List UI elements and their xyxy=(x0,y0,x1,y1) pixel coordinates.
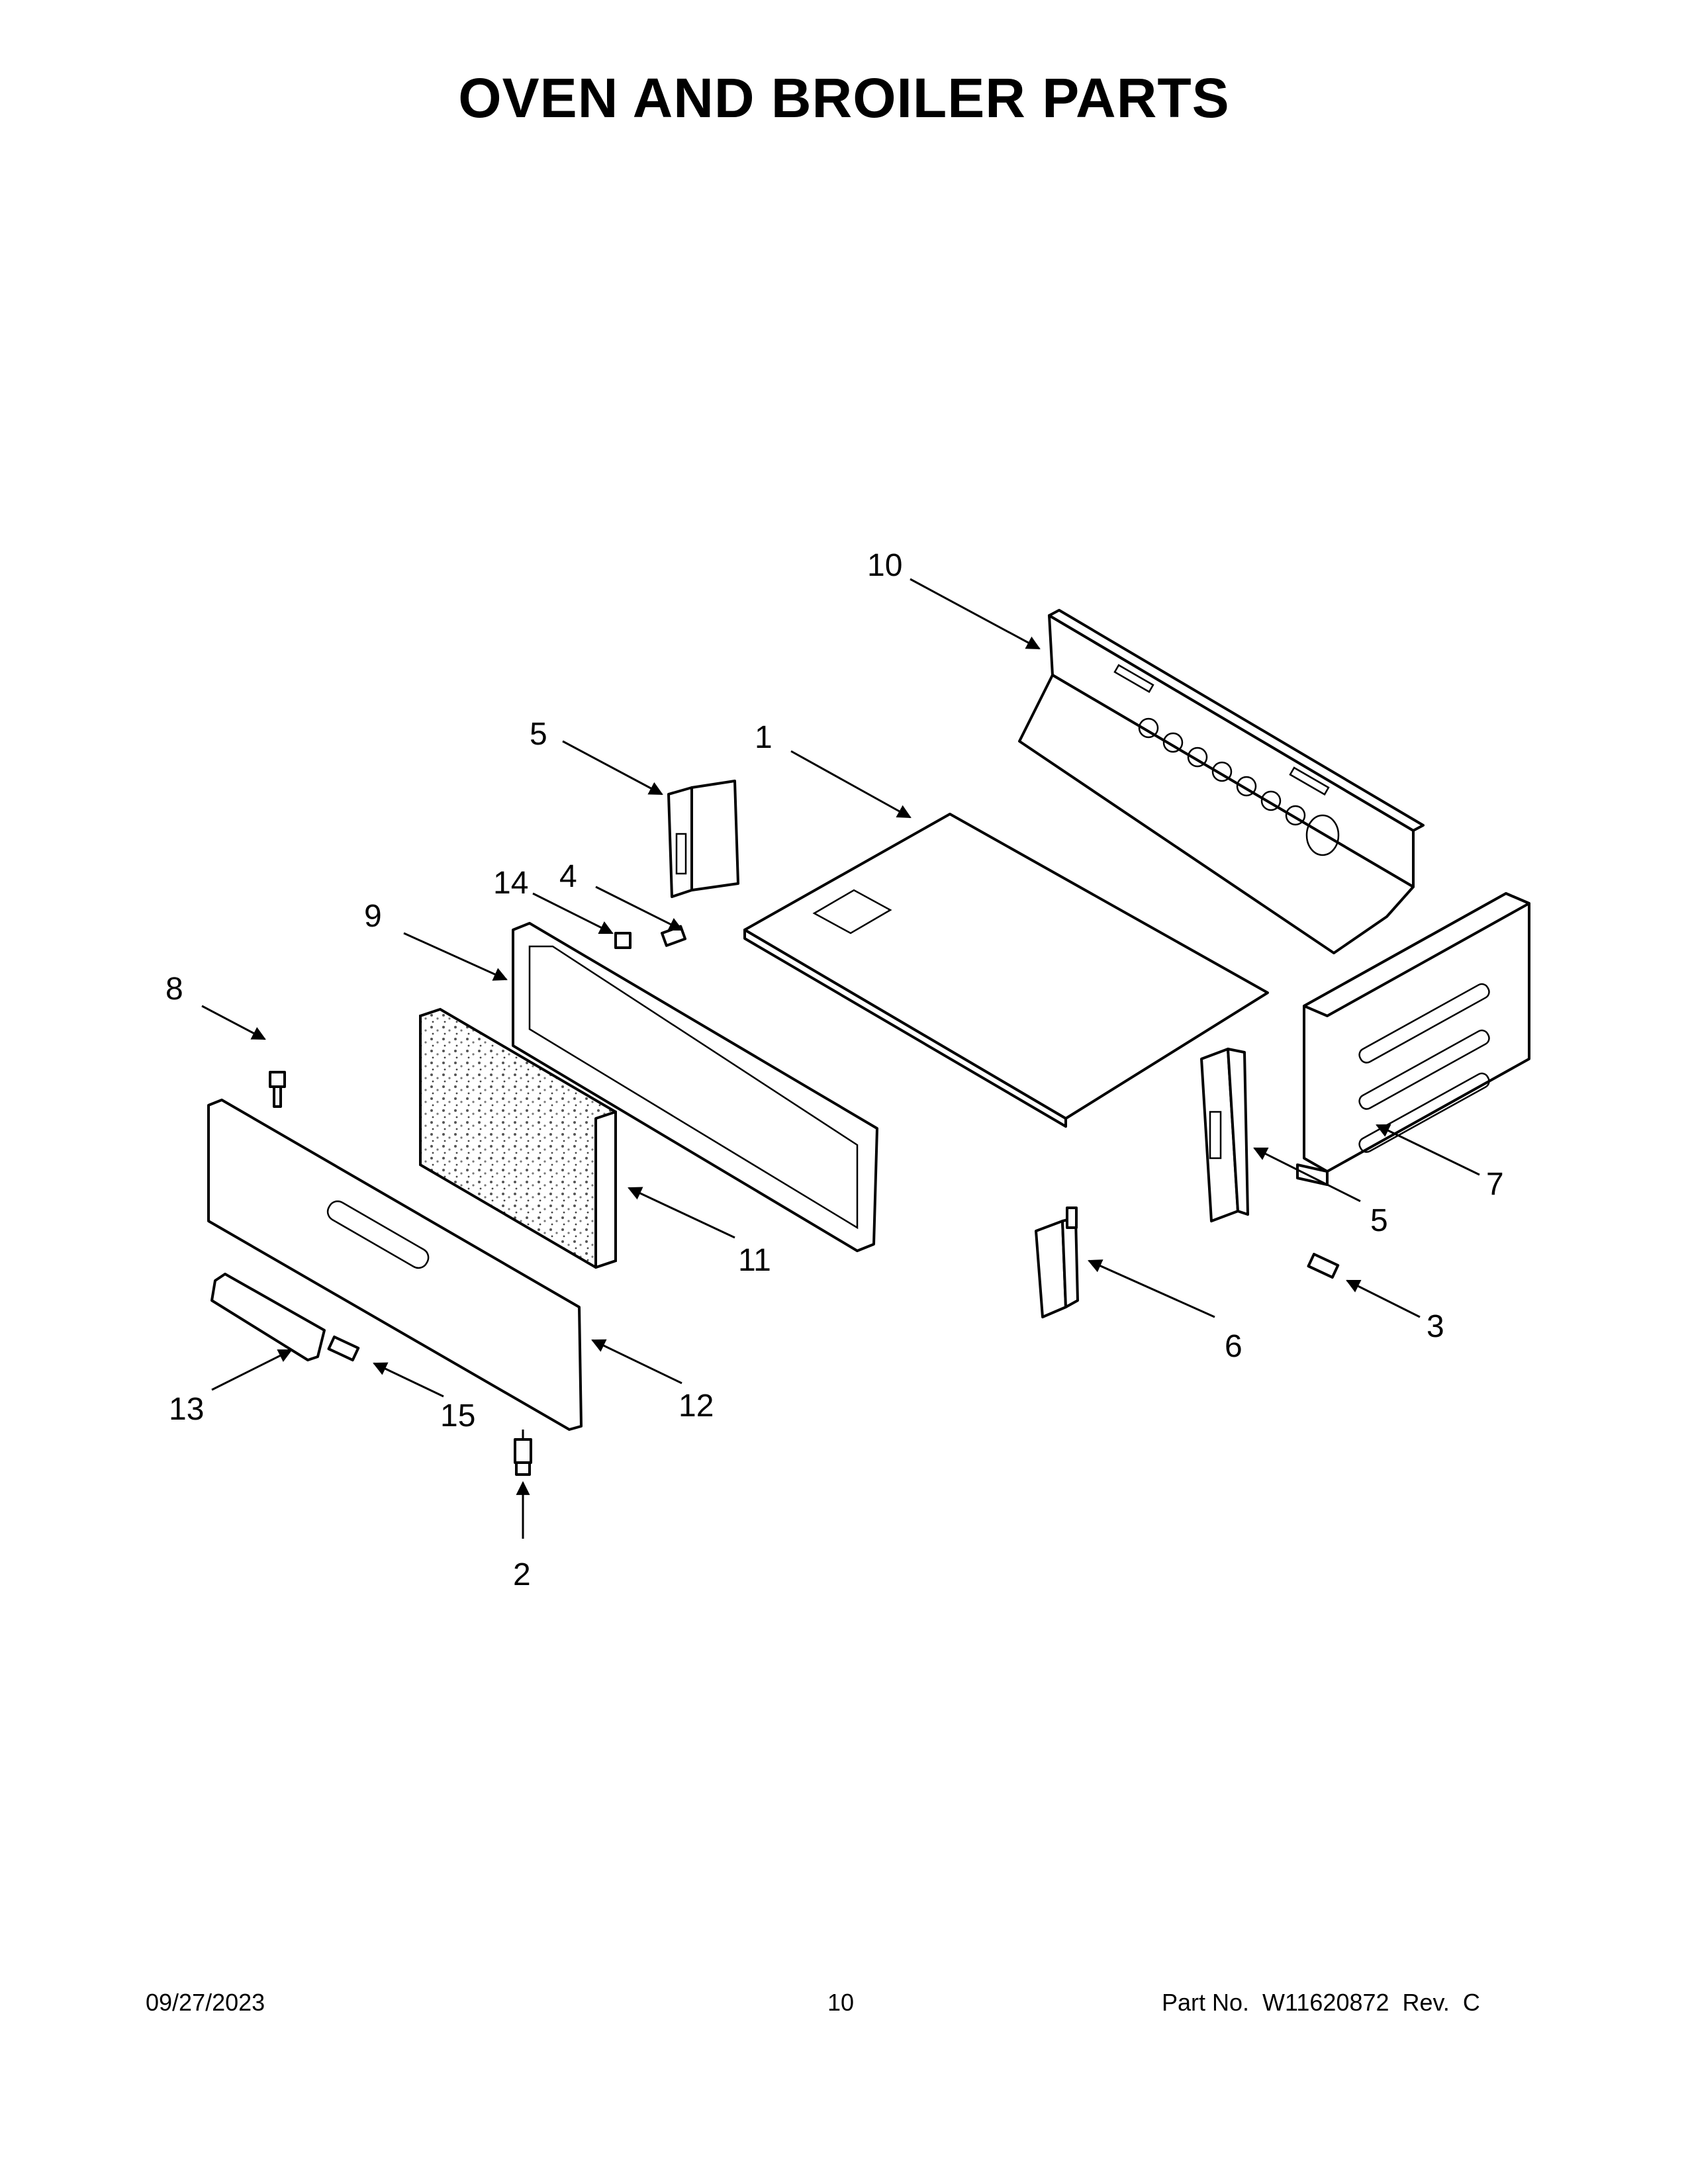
part-10-rear-panel xyxy=(1018,609,1425,954)
callout-8: 8 xyxy=(165,972,183,1007)
leader-10 xyxy=(910,578,1041,650)
leader-5a xyxy=(562,740,663,796)
leader-7 xyxy=(1376,1124,1480,1176)
screw-3 xyxy=(1307,1253,1340,1279)
screw-8 xyxy=(269,1071,286,1108)
part-13-handle xyxy=(211,1273,326,1361)
callout-6: 6 xyxy=(1225,1329,1243,1364)
part-5-hinge-bracket-right xyxy=(1200,1048,1249,1222)
screw-14 xyxy=(614,932,632,949)
callout-5b: 5 xyxy=(1370,1203,1388,1238)
screw-15 xyxy=(327,1335,360,1362)
part-6-hinge xyxy=(1035,1206,1079,1318)
page-title: OVEN AND BROILER PARTS xyxy=(458,67,1230,129)
callout-14: 14 xyxy=(493,866,528,901)
leader-9 xyxy=(403,932,508,981)
footer-date: 09/27/2023 xyxy=(146,1989,265,2016)
callout-10: 10 xyxy=(867,548,902,583)
leader-13 xyxy=(211,1349,293,1391)
callout-1: 1 xyxy=(755,720,773,755)
callout-2: 2 xyxy=(513,1557,531,1592)
part-5-hinge-bracket-left xyxy=(667,780,739,898)
footer-part-number: Part No. W11620872 Rev. C xyxy=(1162,1989,1480,2016)
callout-5a: 5 xyxy=(530,717,547,752)
callout-4: 4 xyxy=(559,859,577,894)
leader-8 xyxy=(201,1005,266,1040)
part-7-side-bracket xyxy=(1296,892,1530,1186)
callout-12: 12 xyxy=(679,1388,714,1424)
callout-15: 15 xyxy=(440,1398,475,1433)
leader-6 xyxy=(1088,1259,1215,1318)
leader-15 xyxy=(373,1362,444,1398)
part-11-insulation xyxy=(419,1007,617,1269)
leader-4 xyxy=(595,886,683,931)
callout-3: 3 xyxy=(1427,1309,1444,1344)
leader-1 xyxy=(790,750,912,819)
leader-3 xyxy=(1346,1279,1421,1318)
leader-12 xyxy=(591,1339,682,1385)
part-9-door-frame xyxy=(512,922,878,1252)
part-12-outer-door xyxy=(207,1099,583,1463)
callout-13: 13 xyxy=(169,1392,204,1427)
screw-2 xyxy=(514,1438,532,1476)
leader-14 xyxy=(532,892,614,934)
footer-page-number: 10 xyxy=(827,1989,855,2016)
leader-5b xyxy=(1253,1147,1361,1203)
callout-9: 9 xyxy=(364,899,382,934)
part-1-top-plate xyxy=(743,813,1269,1128)
leader-11 xyxy=(628,1187,735,1239)
callout-7: 7 xyxy=(1486,1167,1504,1202)
callout-11: 11 xyxy=(738,1243,771,1278)
